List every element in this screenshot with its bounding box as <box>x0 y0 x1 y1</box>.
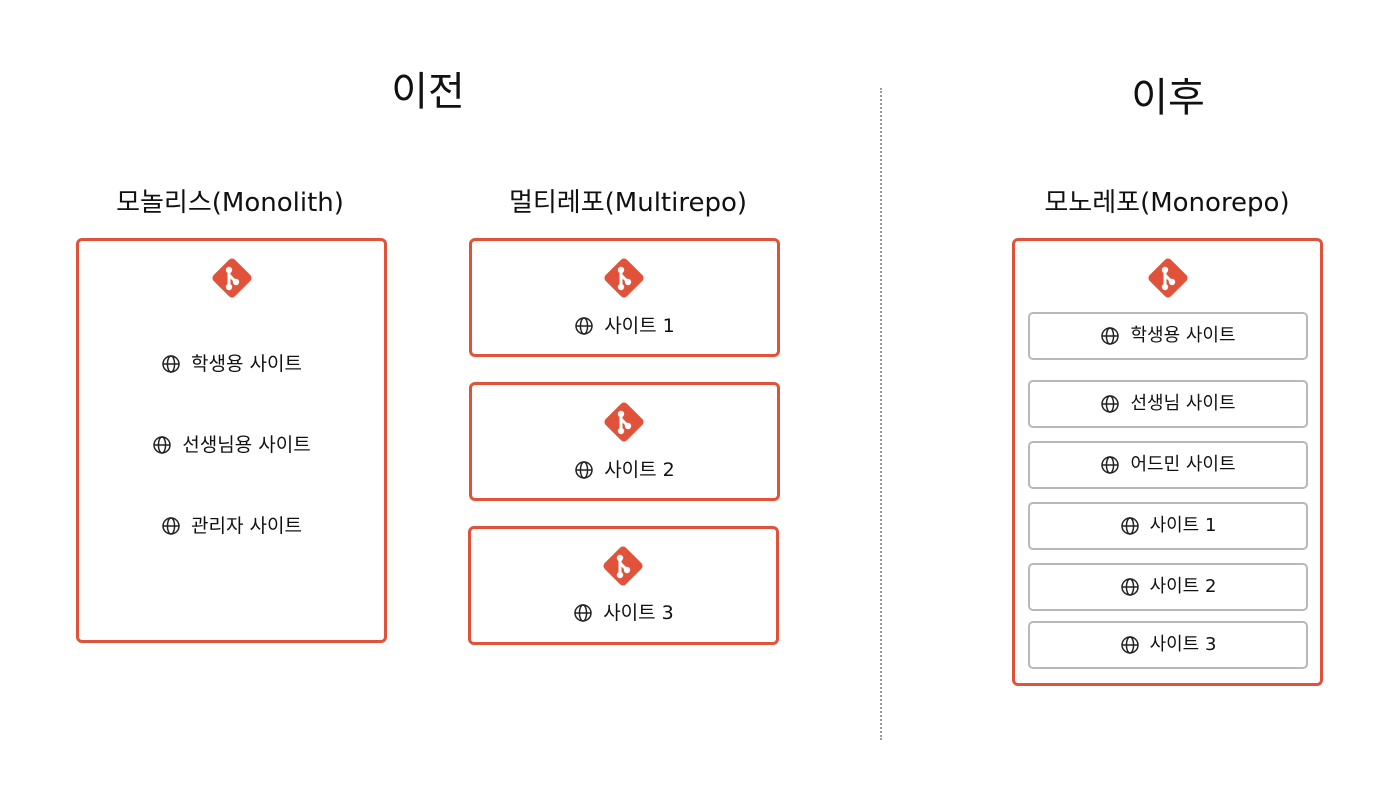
site-label: 사이트 1 <box>604 314 675 337</box>
multirepo-repo: 사이트 2 <box>469 382 780 501</box>
after-heading: 이후 <box>1131 75 1205 121</box>
git-icon <box>1148 258 1188 298</box>
monorepo-package: 사이트 1 <box>1028 502 1308 550</box>
package-label: 사이트 1 <box>1149 515 1217 536</box>
monorepo-title: 모노레포(Monorepo) <box>1044 188 1290 218</box>
globe-icon <box>1120 517 1139 535</box>
package-label: 사이트 2 <box>1149 576 1217 597</box>
multirepo-site: 사이트 3 <box>471 600 776 626</box>
package-label: 선생님 사이트 <box>1130 393 1236 414</box>
monorepo-package: 사이트 3 <box>1028 621 1308 669</box>
multirepo-site: 사이트 1 <box>472 313 777 339</box>
before-heading: 이전 <box>391 69 465 115</box>
monolith-site: 학생용 사이트 <box>79 351 384 377</box>
git-icon <box>212 258 252 298</box>
before-after-divider <box>880 88 882 740</box>
multirepo-repo: 사이트 3 <box>468 526 779 645</box>
package-label: 학생용 사이트 <box>1130 325 1236 346</box>
globe-icon <box>1101 395 1120 413</box>
monolith-site: 선생님용 사이트 <box>79 432 384 458</box>
monorepo-repo: 학생용 사이트 선생님 사이트 어드민 사이트 사이트 1 사이트 2 <box>1012 238 1323 686</box>
globe-icon <box>1101 456 1120 474</box>
git-icon <box>604 258 644 298</box>
site-label: 사이트 2 <box>604 458 675 481</box>
package-label: 사이트 3 <box>1149 634 1217 655</box>
monorepo-package: 사이트 2 <box>1028 563 1308 611</box>
site-label: 사이트 3 <box>603 601 674 624</box>
globe-icon <box>162 355 180 373</box>
multirepo-repo: 사이트 1 <box>469 238 780 357</box>
monorepo-package: 선생님 사이트 <box>1028 380 1308 428</box>
globe-icon <box>1101 327 1120 345</box>
monolith-site: 관리자 사이트 <box>79 513 384 539</box>
multirepo-site: 사이트 2 <box>472 457 777 483</box>
monolith-title: 모놀리스(Monolith) <box>116 188 344 218</box>
site-label: 관리자 사이트 <box>191 514 302 537</box>
globe-icon <box>575 461 593 479</box>
globe-icon <box>575 317 593 335</box>
globe-icon <box>153 436 172 454</box>
monorepo-package: 학생용 사이트 <box>1028 312 1308 360</box>
git-icon <box>603 546 643 586</box>
site-label: 학생용 사이트 <box>191 352 302 375</box>
git-icon <box>604 402 644 442</box>
multirepo-title: 멀티레포(Multirepo) <box>508 188 748 218</box>
globe-icon <box>162 517 180 535</box>
globe-icon <box>1120 636 1139 654</box>
globe-icon <box>1120 578 1139 596</box>
monolith-repo: 학생용 사이트 선생님용 사이트 관리자 사이트 <box>76 238 387 643</box>
site-label: 선생님용 사이트 <box>182 433 311 456</box>
monorepo-package: 어드민 사이트 <box>1028 441 1308 489</box>
package-label: 어드민 사이트 <box>1130 454 1236 475</box>
globe-icon <box>574 604 592 622</box>
